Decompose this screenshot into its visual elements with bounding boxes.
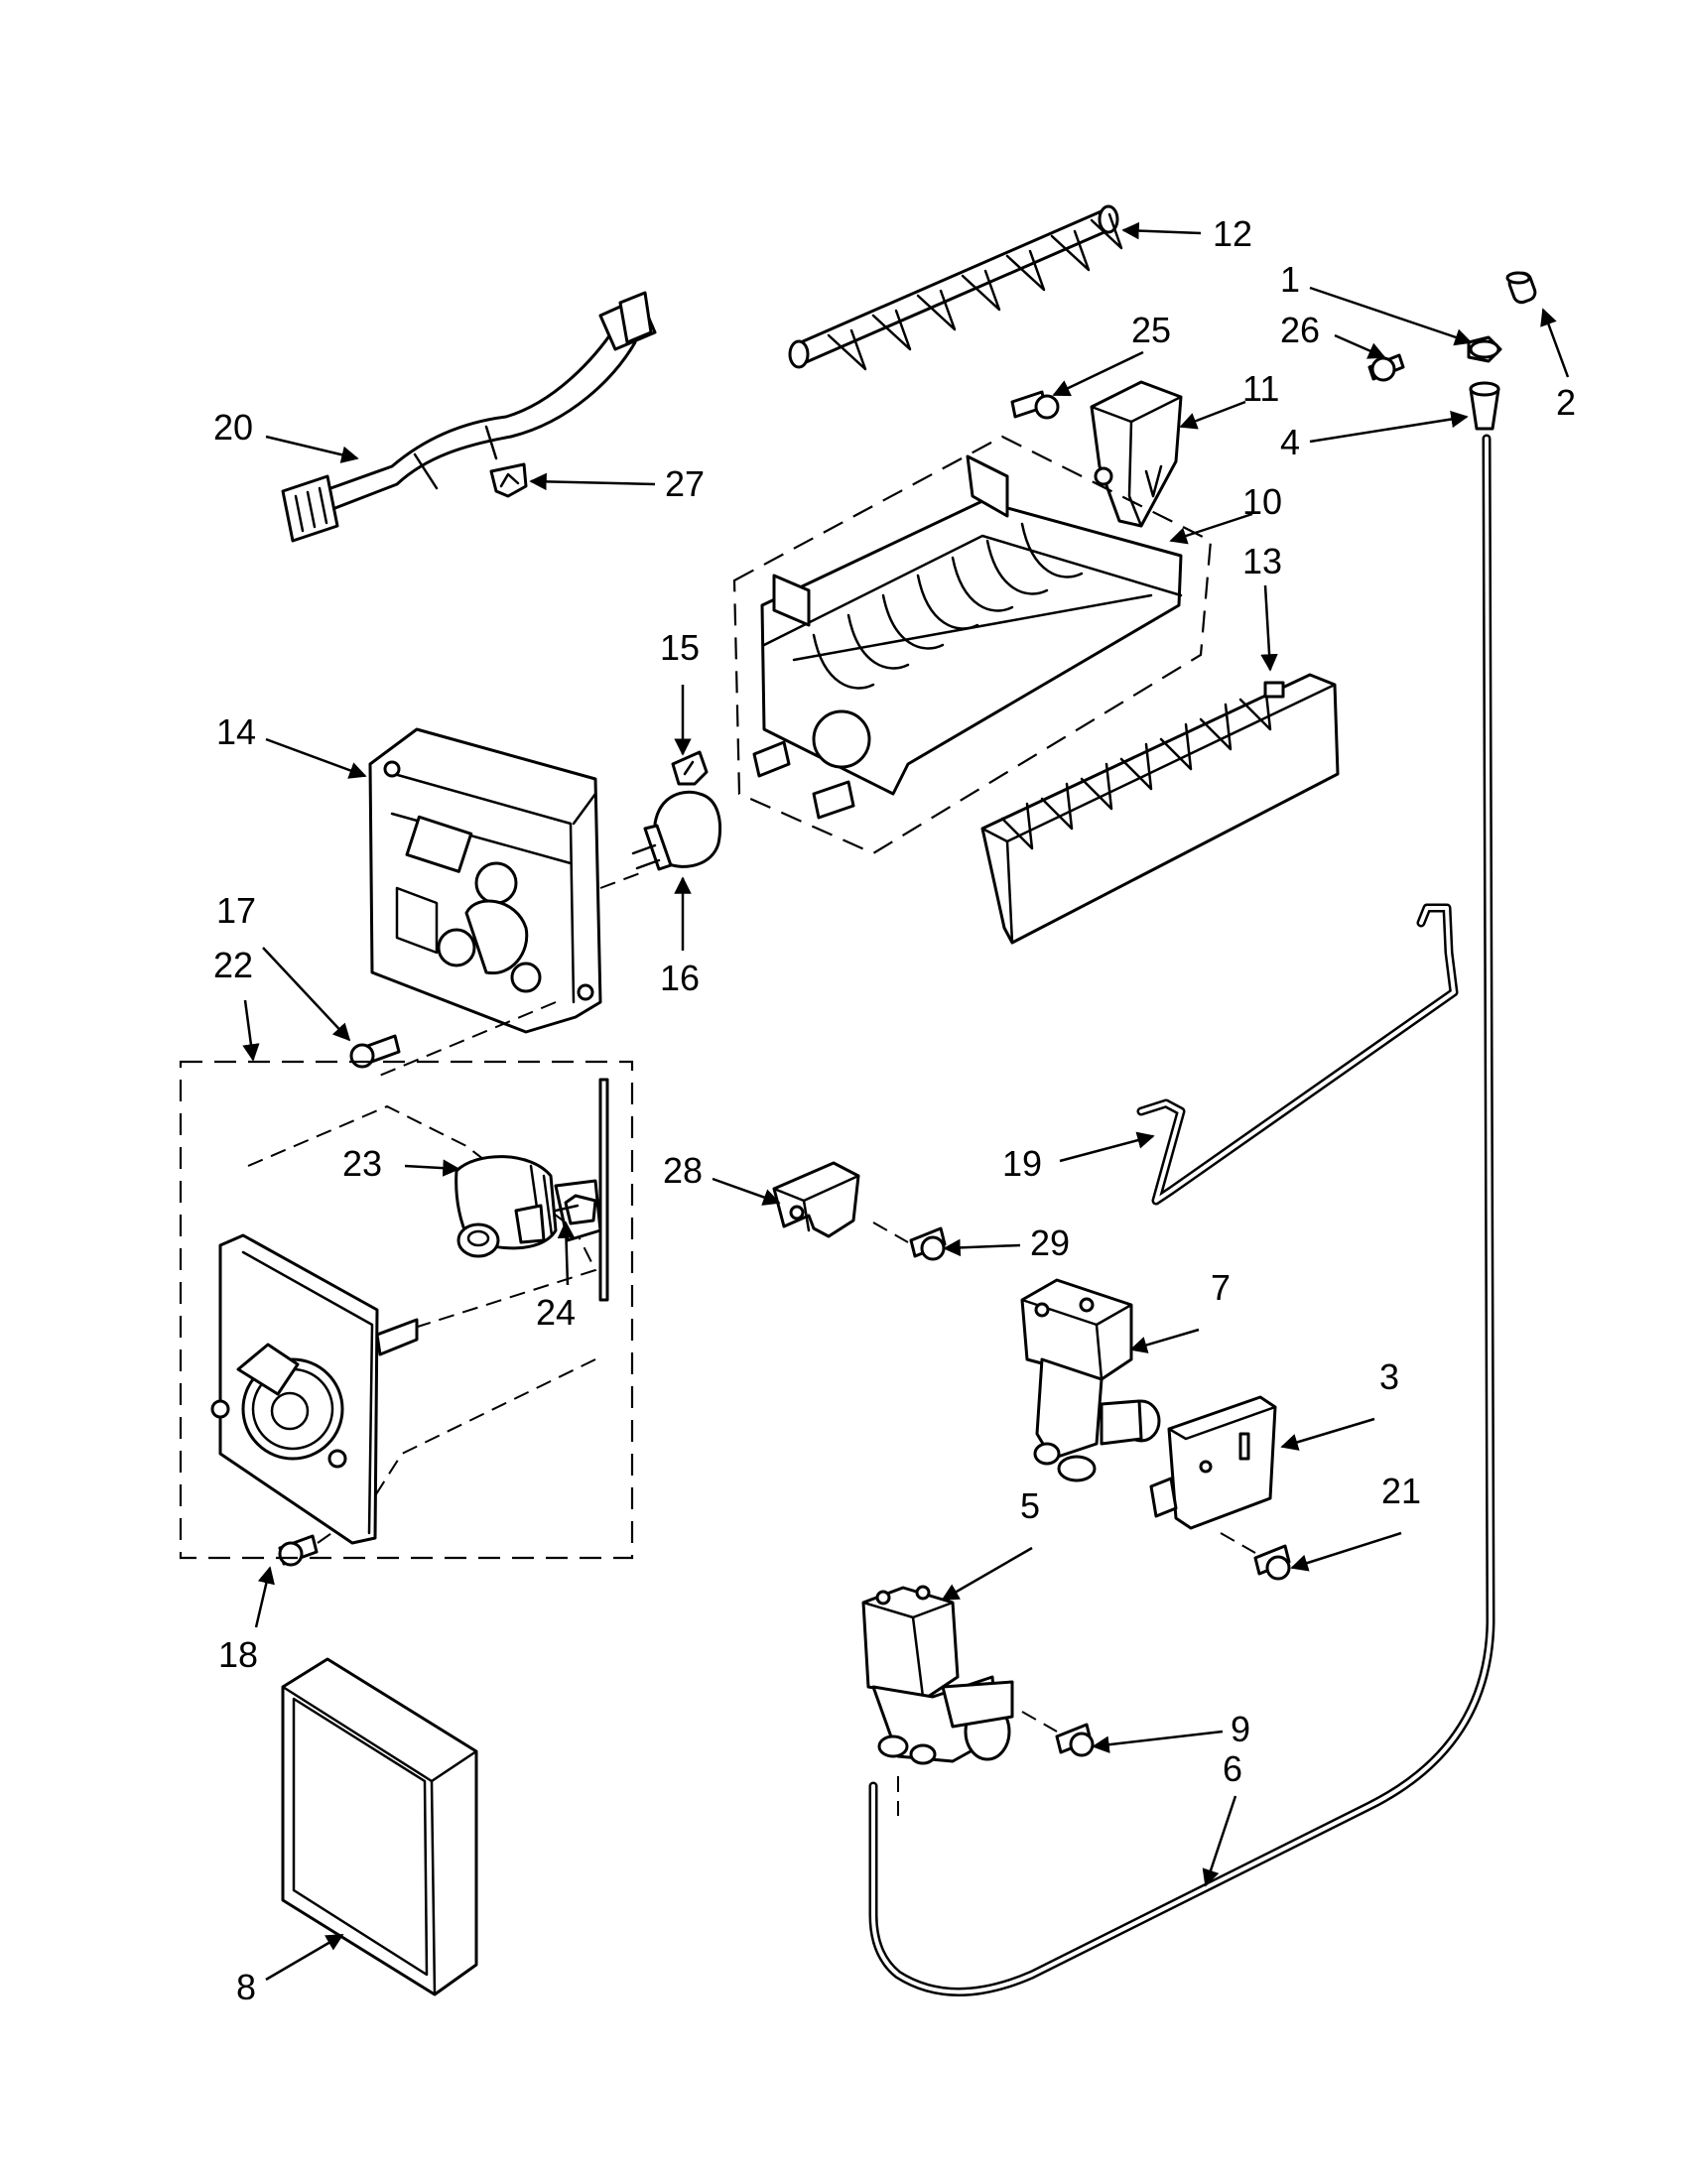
part-26-screw [1367, 353, 1405, 382]
callout-leaders [242, 221, 1570, 1982]
callout-2: 2 [1556, 382, 1576, 423]
part-7-dual-water-valve [1020, 1278, 1161, 1482]
part-24-thermal-cutout [554, 1078, 609, 1302]
callout-labels: 1 2 3 4 5 6 7 8 9 10 11 12 13 14 15 16 1… [213, 213, 1576, 2007]
part-23-gear [456, 1222, 500, 1258]
callout-29: 29 [1030, 1222, 1070, 1263]
callout-5: 5 [1020, 1485, 1040, 1526]
callout-22: 22 [213, 945, 253, 985]
part-17-screw [349, 1034, 401, 1069]
part-10-ice-mold [732, 435, 1213, 855]
callout-14: 14 [216, 711, 256, 752]
part-9-screw [1055, 1723, 1095, 1757]
part-12-ejector-assembly [788, 204, 1123, 371]
callout-9: 9 [1231, 1709, 1250, 1749]
callout-10: 10 [1242, 481, 1282, 522]
part-5-water-valve [861, 1585, 1014, 1765]
callout-4: 4 [1280, 422, 1300, 462]
part-25-screw [1010, 390, 1060, 420]
callout-7: 7 [1211, 1267, 1231, 1308]
callout-1: 1 [1280, 259, 1300, 300]
part-19-feeler-arm [1136, 903, 1459, 1206]
leader-3-21 [1220, 1532, 1256, 1554]
part-22-module-assembly [179, 1060, 634, 1560]
callout-23: 23 [342, 1143, 382, 1184]
callout-18: 18 [218, 1634, 258, 1675]
callout-12: 12 [1213, 213, 1252, 254]
part-28-bracket [772, 1161, 860, 1238]
part-15-clip [671, 750, 709, 786]
leader-5-9 [1021, 1711, 1058, 1733]
part-2-tube-insert [1505, 271, 1537, 305]
part-8-cover [281, 1657, 478, 1996]
part-1-clamp [1467, 335, 1502, 363]
callout-16: 16 [660, 958, 700, 998]
callout-25: 25 [1131, 310, 1171, 350]
callout-6: 6 [1223, 1748, 1242, 1789]
callout-3: 3 [1379, 1356, 1399, 1397]
callout-26: 26 [1280, 310, 1320, 350]
leader-28-29 [872, 1221, 909, 1243]
callout-28: 28 [663, 1150, 703, 1191]
part-21-screw [1253, 1544, 1291, 1581]
leader-14-to-16 [599, 872, 641, 889]
callout-21: 21 [1381, 1471, 1421, 1511]
callout-20: 20 [213, 407, 253, 448]
part-11-fill-cup [1090, 380, 1183, 528]
callout-13: 13 [1242, 541, 1282, 581]
part-29-screw [909, 1226, 947, 1261]
part-6-water-tube [868, 434, 1495, 1996]
part-14-control-housing [368, 727, 602, 1034]
part-3-valve-bracket [1149, 1395, 1277, 1530]
callout-24: 24 [536, 1292, 576, 1333]
callout-15: 15 [660, 627, 700, 668]
callout-19: 19 [1002, 1143, 1042, 1184]
leader-14-to-22 [376, 1001, 557, 1078]
callout-8: 8 [236, 1967, 256, 2007]
part-20-wire-harness [281, 291, 657, 543]
callout-11: 11 [1242, 368, 1279, 409]
part-16-thermostat [631, 790, 722, 871]
callout-17: 17 [216, 890, 256, 931]
part-18-screw [278, 1534, 319, 1567]
callout-27: 27 [665, 463, 705, 504]
part-13-stripper [980, 673, 1340, 945]
part-27-harness-clip [489, 462, 528, 498]
part-4-nut [1469, 381, 1500, 431]
